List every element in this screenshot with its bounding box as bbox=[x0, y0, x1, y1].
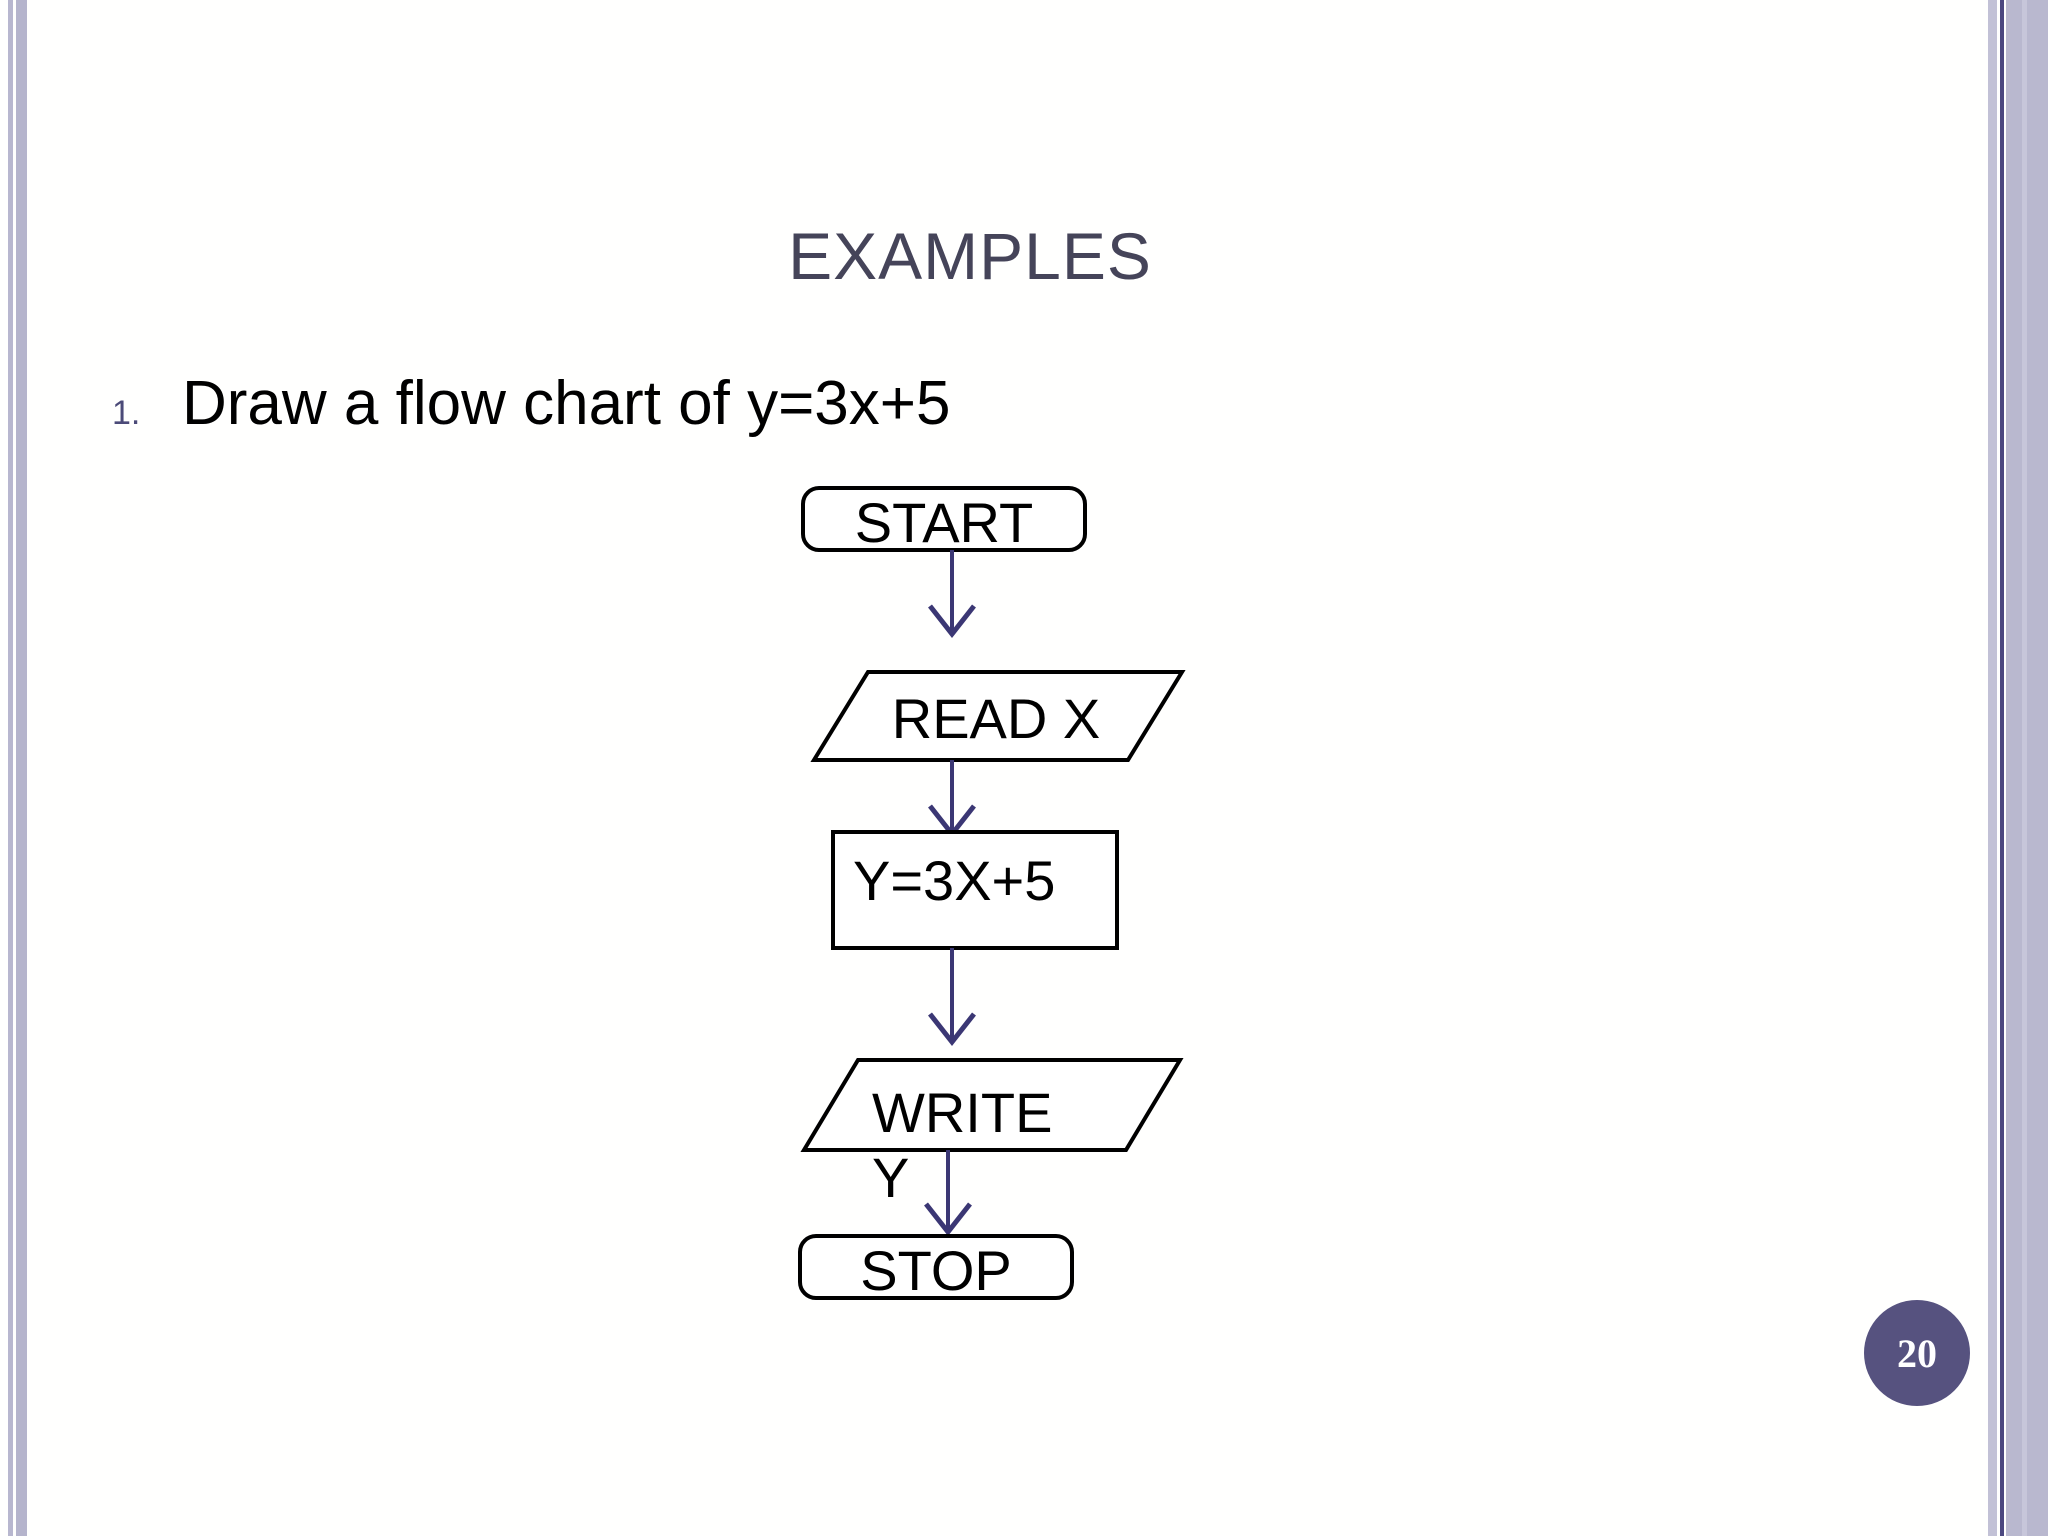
page-number-badge: 20 bbox=[1864, 1300, 1970, 1406]
write-label-overflow: Y bbox=[872, 1146, 909, 1209]
read-shape bbox=[810, 670, 1186, 762]
page-number-value: 20 bbox=[1897, 1330, 1937, 1376]
right-edge-stripe-band bbox=[2006, 0, 2048, 1536]
numbered-list-item: 1. Draw a flow chart of y=3x+5 bbox=[112, 368, 950, 439]
list-item-label: Draw a flow chart of y=3x+5 bbox=[182, 369, 951, 438]
list-item-number: 1. bbox=[112, 394, 141, 432]
connector-write-to-stop bbox=[924, 1150, 972, 1237]
flowchart-node-read: READ X bbox=[810, 670, 1186, 762]
right-edge-accent-line bbox=[2000, 0, 2004, 1536]
stop-label: STOP bbox=[860, 1239, 1011, 1302]
connector-assign-to-write bbox=[928, 948, 976, 1047]
left-edge-stripe-wide bbox=[16, 0, 27, 1536]
stop-shape bbox=[798, 1234, 1074, 1300]
connector-start-to-read bbox=[928, 550, 976, 639]
flowchart-node-write: WRITE Y bbox=[800, 1058, 1184, 1209]
start-shape bbox=[801, 486, 1087, 552]
write-label: WRITE bbox=[872, 1081, 1052, 1144]
left-edge-stripe-thin bbox=[8, 0, 13, 1536]
right-edge-stripe-inner bbox=[2022, 0, 2027, 1536]
flowchart-node-stop: STOP bbox=[798, 1234, 1074, 1302]
flowchart-node-start: START bbox=[801, 486, 1087, 554]
start-label: START bbox=[855, 491, 1033, 554]
assign-label: Y=3X+5 bbox=[853, 849, 1055, 912]
connector-read-to-assign bbox=[928, 760, 976, 839]
right-edge-stripe-thin bbox=[1988, 0, 1997, 1536]
assign-shape bbox=[831, 830, 1119, 950]
page-title: EXAMPLES bbox=[788, 219, 1152, 293]
read-label: READ X bbox=[892, 687, 1101, 750]
flowchart-node-assign: Y=3X+5 bbox=[831, 830, 1119, 950]
write-shape bbox=[800, 1058, 1184, 1152]
